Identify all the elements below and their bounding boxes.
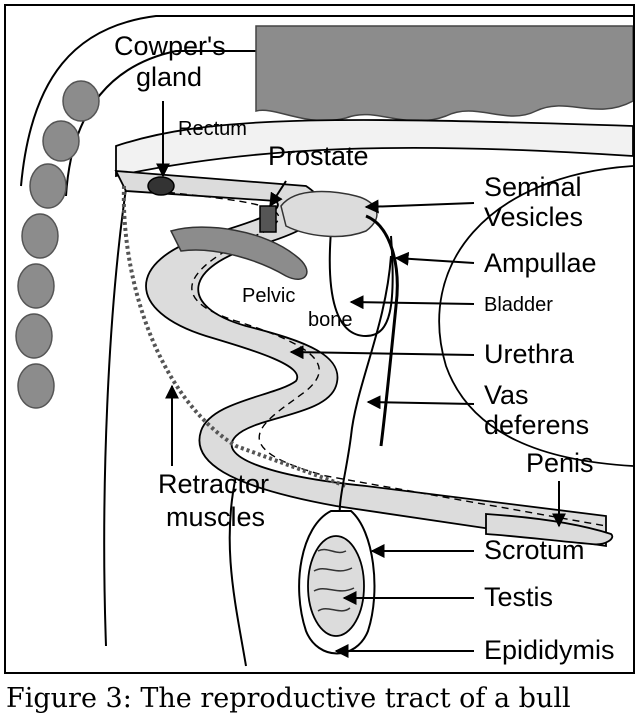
arrow-vas-deferens	[368, 402, 474, 404]
label-seminal-vesicles-line1: Seminal	[484, 172, 582, 202]
label-scrotum: Scrotum	[484, 535, 585, 565]
label-penis: Penis	[526, 448, 594, 478]
spine-vertebrae	[16, 81, 99, 408]
label-vas-deferens-line1: Vas	[484, 380, 529, 410]
bull-reproductive-tract-diagram: Cowper's gland Rectum Prostate Seminal V…	[6, 6, 633, 672]
label-pelvic-bone-line1: Pelvic	[242, 285, 295, 307]
label-vas-deferens-line2: deferens	[484, 410, 589, 440]
label-seminal-vesicles-line2: Vesicles	[484, 202, 583, 232]
label-retractor-muscles-line2: muscles	[166, 502, 265, 532]
testis-shape	[308, 536, 364, 636]
label-epididymis: Epididymis	[484, 635, 615, 665]
rectum-mass	[256, 26, 633, 121]
label-retractor-muscles-line1: Retractor	[158, 469, 269, 499]
arrow-ampullae	[396, 258, 474, 263]
diagram-frame: Cowper's gland Rectum Prostate Seminal V…	[4, 4, 635, 674]
label-prostate: Prostate	[268, 141, 369, 171]
label-rectum: Rectum	[178, 118, 247, 140]
label-bladder: Bladder	[484, 294, 553, 316]
label-ampullae: Ampullae	[484, 248, 597, 278]
label-pelvic-bone-line2: bone	[308, 309, 353, 331]
label-testis: Testis	[484, 582, 553, 612]
arrow-seminal-vesicles	[366, 203, 474, 207]
prostate-shape	[260, 206, 276, 232]
label-cowpers-gland-line2: gland	[136, 62, 202, 92]
label-urethra: Urethra	[484, 339, 575, 369]
seminal-vesicles-shape	[281, 192, 377, 237]
cowpers-gland-shape	[148, 177, 174, 195]
label-cowpers-gland-line1: Cowper's	[114, 31, 226, 61]
figure-caption: Figure 3: The reproductive tract of a bu…	[4, 676, 637, 722]
